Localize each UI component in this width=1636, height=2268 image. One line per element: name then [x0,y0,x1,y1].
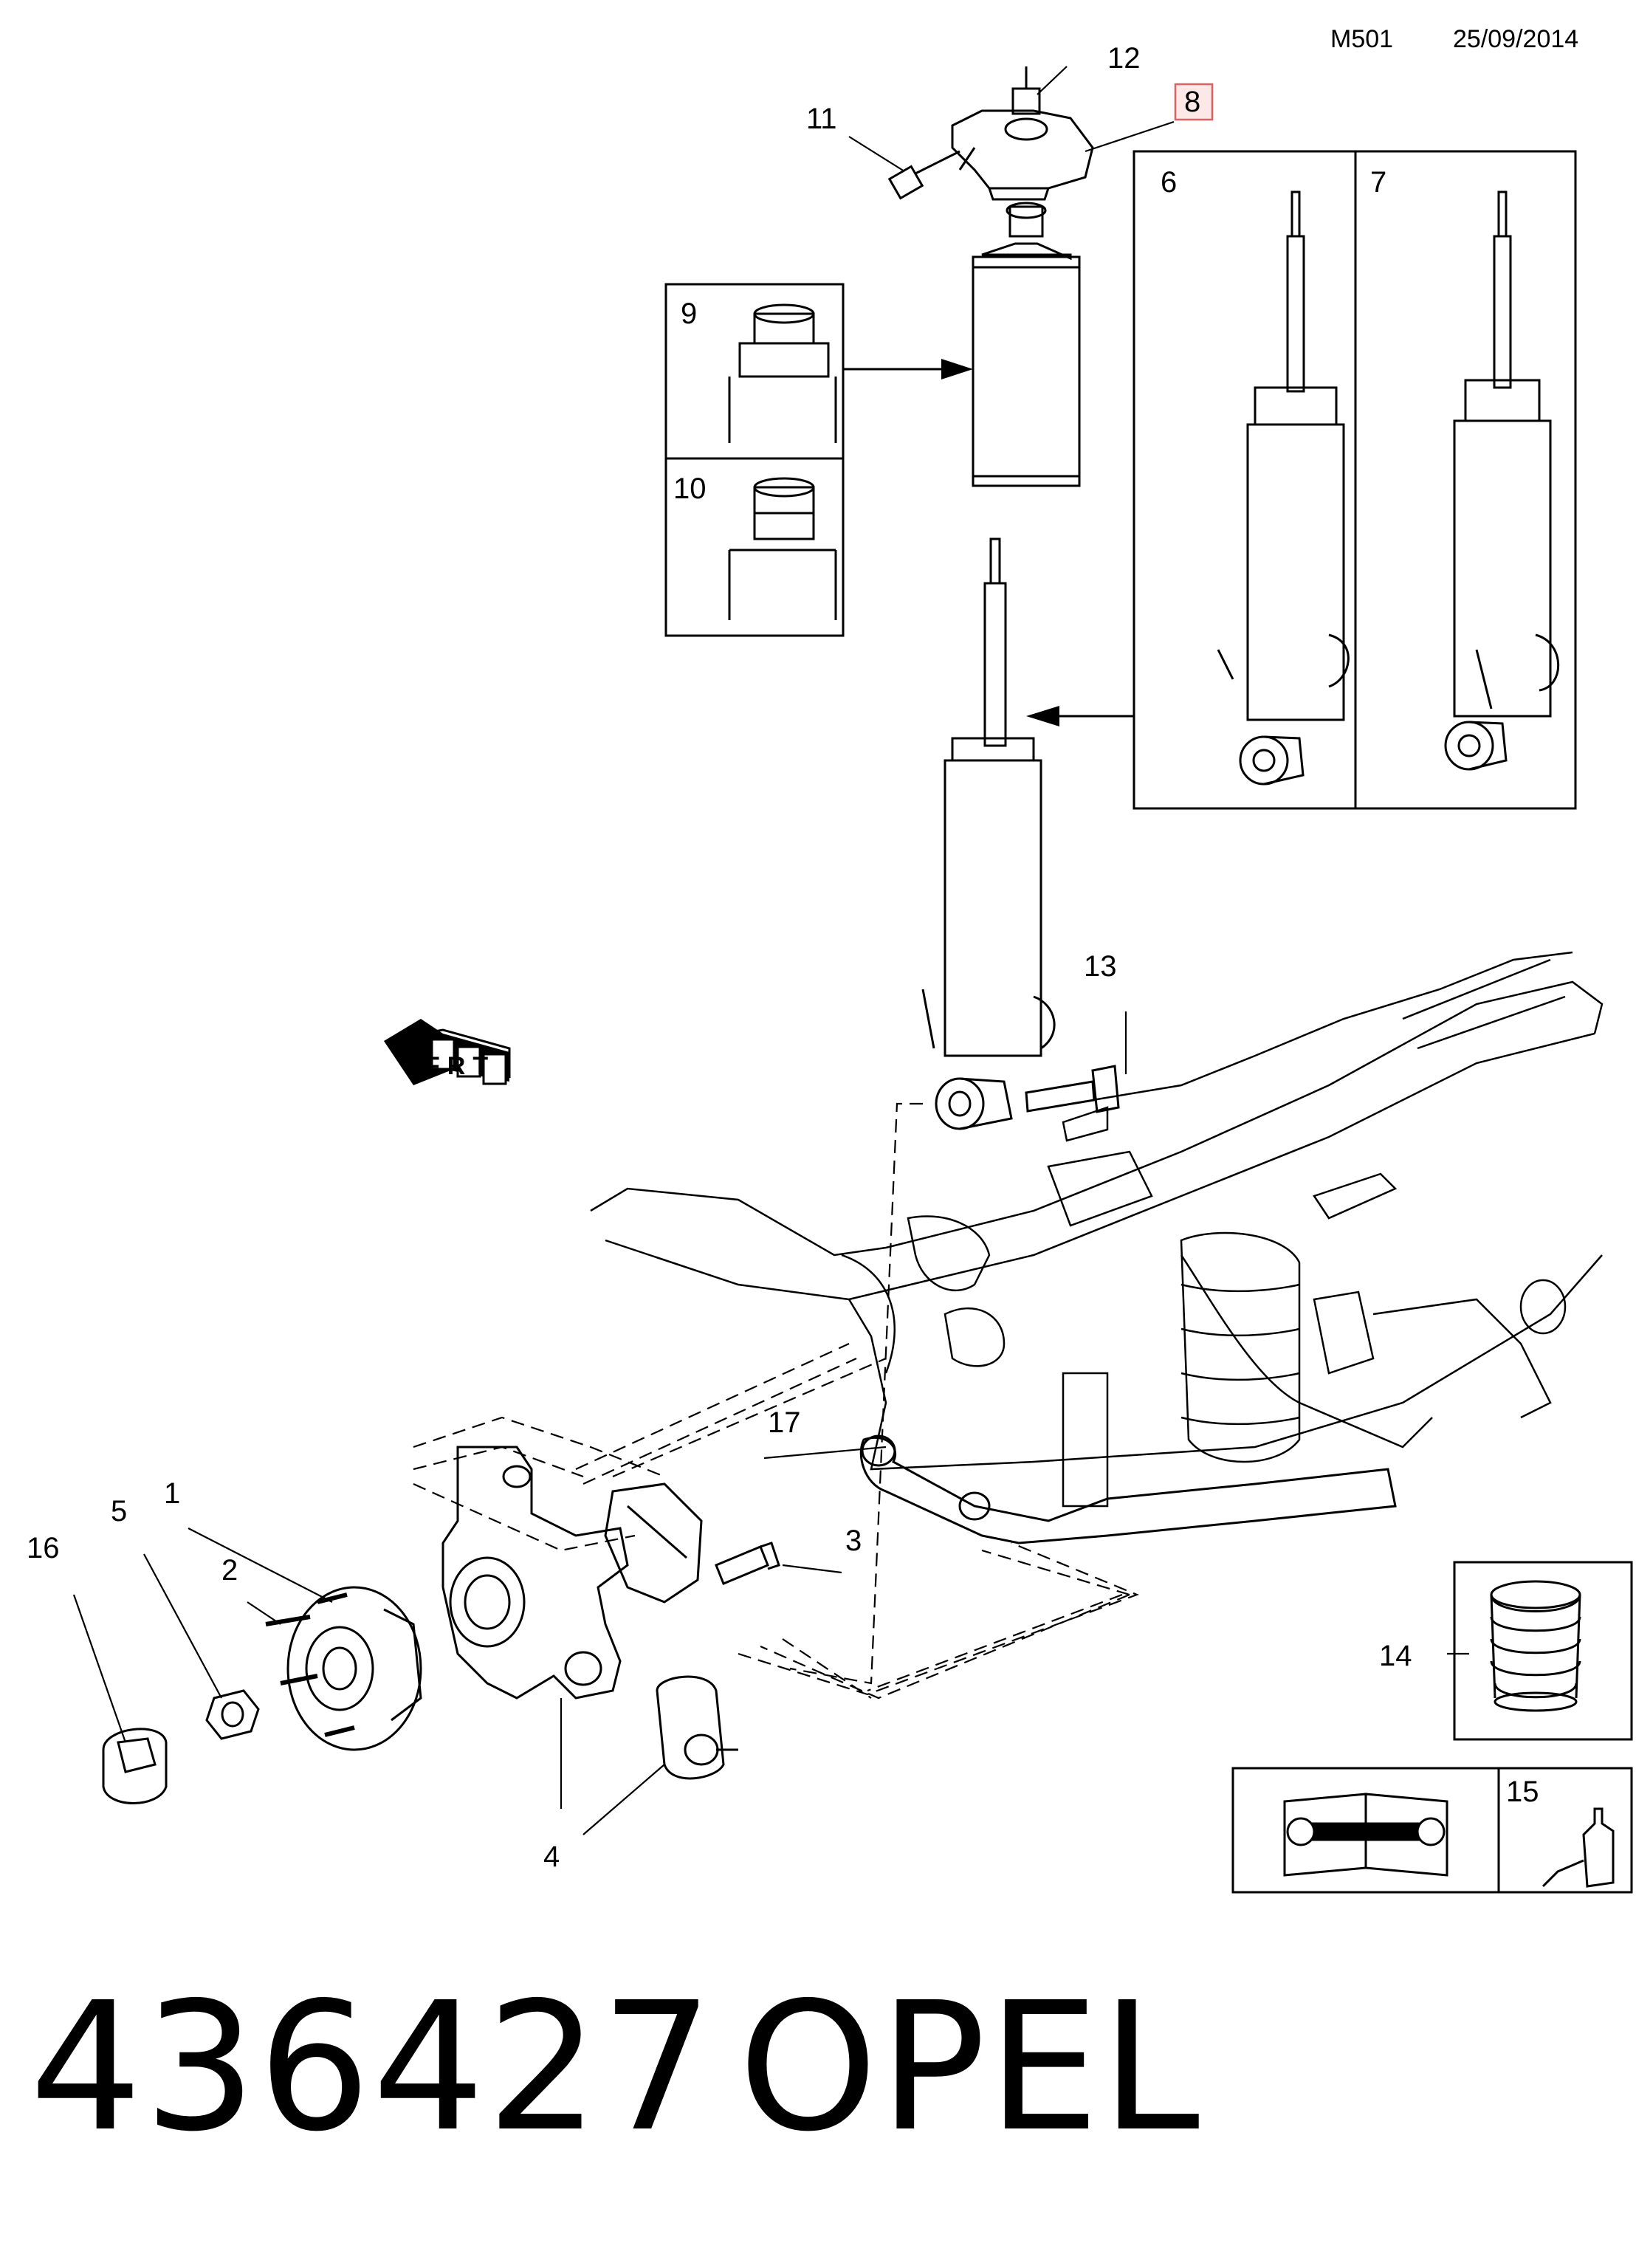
shock-top-mount[interactable] [951,109,1094,201]
hub-nut[interactable] [205,1689,260,1740]
steering-knuckle[interactable] [441,1446,629,1700]
lower-shock-absorber[interactable] [921,537,1056,1130]
thread-locker-bottle-icon [1542,1807,1615,1888]
lower-control-arm[interactable] [859,1434,1397,1544]
callout-8[interactable]: 8 [1184,86,1200,118]
knuckle-bolt[interactable] [715,1542,780,1585]
upper-shock-body[interactable] [972,202,1081,487]
shock-lower-bolt[interactable] [1025,1065,1120,1113]
variant-6-shock[interactable] [1217,190,1350,786]
callout-11[interactable]: 11 [806,103,837,135]
callout-9[interactable]: 9 [681,298,697,330]
coil-spring-bumper[interactable] [1490,1580,1581,1712]
front-direction-indicator [384,1019,511,1085]
top-mount-nut[interactable] [1011,66,1041,115]
variant-10-shock-top[interactable] [728,477,837,620]
callout-16[interactable]: 16 [27,1532,60,1564]
callout-3[interactable]: 3 [845,1525,862,1557]
callout-10[interactable]: 10 [673,472,707,505]
model-code: M501 [1330,25,1394,53]
callout-7[interactable]: 7 [1370,166,1386,199]
brand-name: OPEL [738,1964,1201,2171]
callout-5[interactable]: 5 [111,1495,127,1528]
front-indicator-label: FRT [425,1052,495,1080]
knuckle-bushing[interactable] [656,1675,738,1780]
callout-13[interactable]: 13 [1084,950,1117,983]
part-number: 436427 [30,1964,715,2171]
callout-14[interactable]: 14 [1379,1640,1412,1672]
service-manual-icon [1283,1793,1448,1877]
dust-cover-plate[interactable] [604,1482,703,1604]
callout-2[interactable]: 2 [221,1554,238,1587]
hub-cap-nut[interactable] [102,1728,168,1804]
variant-7-shock[interactable] [1444,190,1560,771]
callout-6[interactable]: 6 [1161,166,1177,199]
callout-1[interactable]: 1 [164,1477,180,1510]
callout-15[interactable]: 15 [1506,1776,1539,1808]
rear-subframe-assembly [590,951,1604,1508]
callout-17[interactable]: 17 [768,1406,801,1439]
top-mount-bolt[interactable] [887,150,960,200]
callout-4[interactable]: 4 [543,1841,560,1873]
callout-12[interactable]: 12 [1107,42,1141,75]
variant-9-shock-top[interactable] [728,303,837,443]
wheel-hub-bearing[interactable] [265,1586,422,1751]
callout-8-highlight[interactable] [1174,83,1214,121]
diagram-date: 25/09/2014 [1453,25,1579,53]
